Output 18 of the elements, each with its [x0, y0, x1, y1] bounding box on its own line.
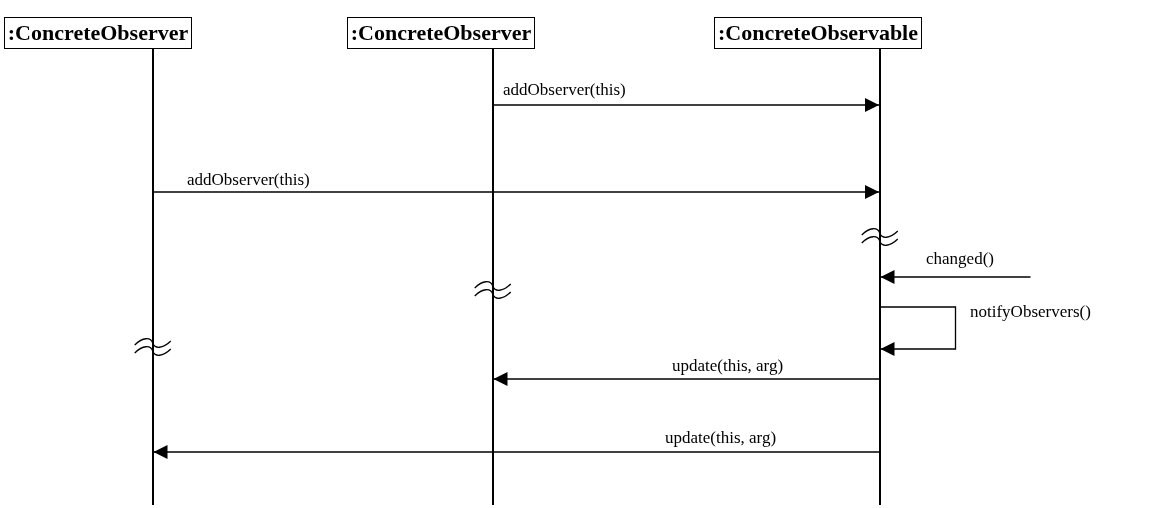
message-label: update(this, arg) [672, 356, 784, 375]
message-label: addObserver(this) [187, 170, 310, 189]
message-arrow [152, 445, 880, 459]
message-label: changed() [926, 249, 994, 268]
lifeline-header: :ConcreteObserver [4, 17, 192, 49]
message-label: addObserver(this) [503, 80, 626, 99]
message-arrow [492, 98, 880, 112]
message-label: update(this, arg) [665, 428, 777, 447]
message-arrow [879, 306, 957, 356]
lifeline-header: :ConcreteObserver [347, 17, 535, 49]
lifeline [492, 49, 494, 505]
lifeline [152, 49, 154, 505]
lifeline [879, 49, 881, 505]
message-arrow [492, 372, 880, 386]
message-arrow [879, 270, 1032, 284]
message-arrow [152, 185, 880, 199]
lifeline-header: :ConcreteObservable [714, 17, 922, 49]
message-label: notifyObservers() [970, 302, 1091, 321]
